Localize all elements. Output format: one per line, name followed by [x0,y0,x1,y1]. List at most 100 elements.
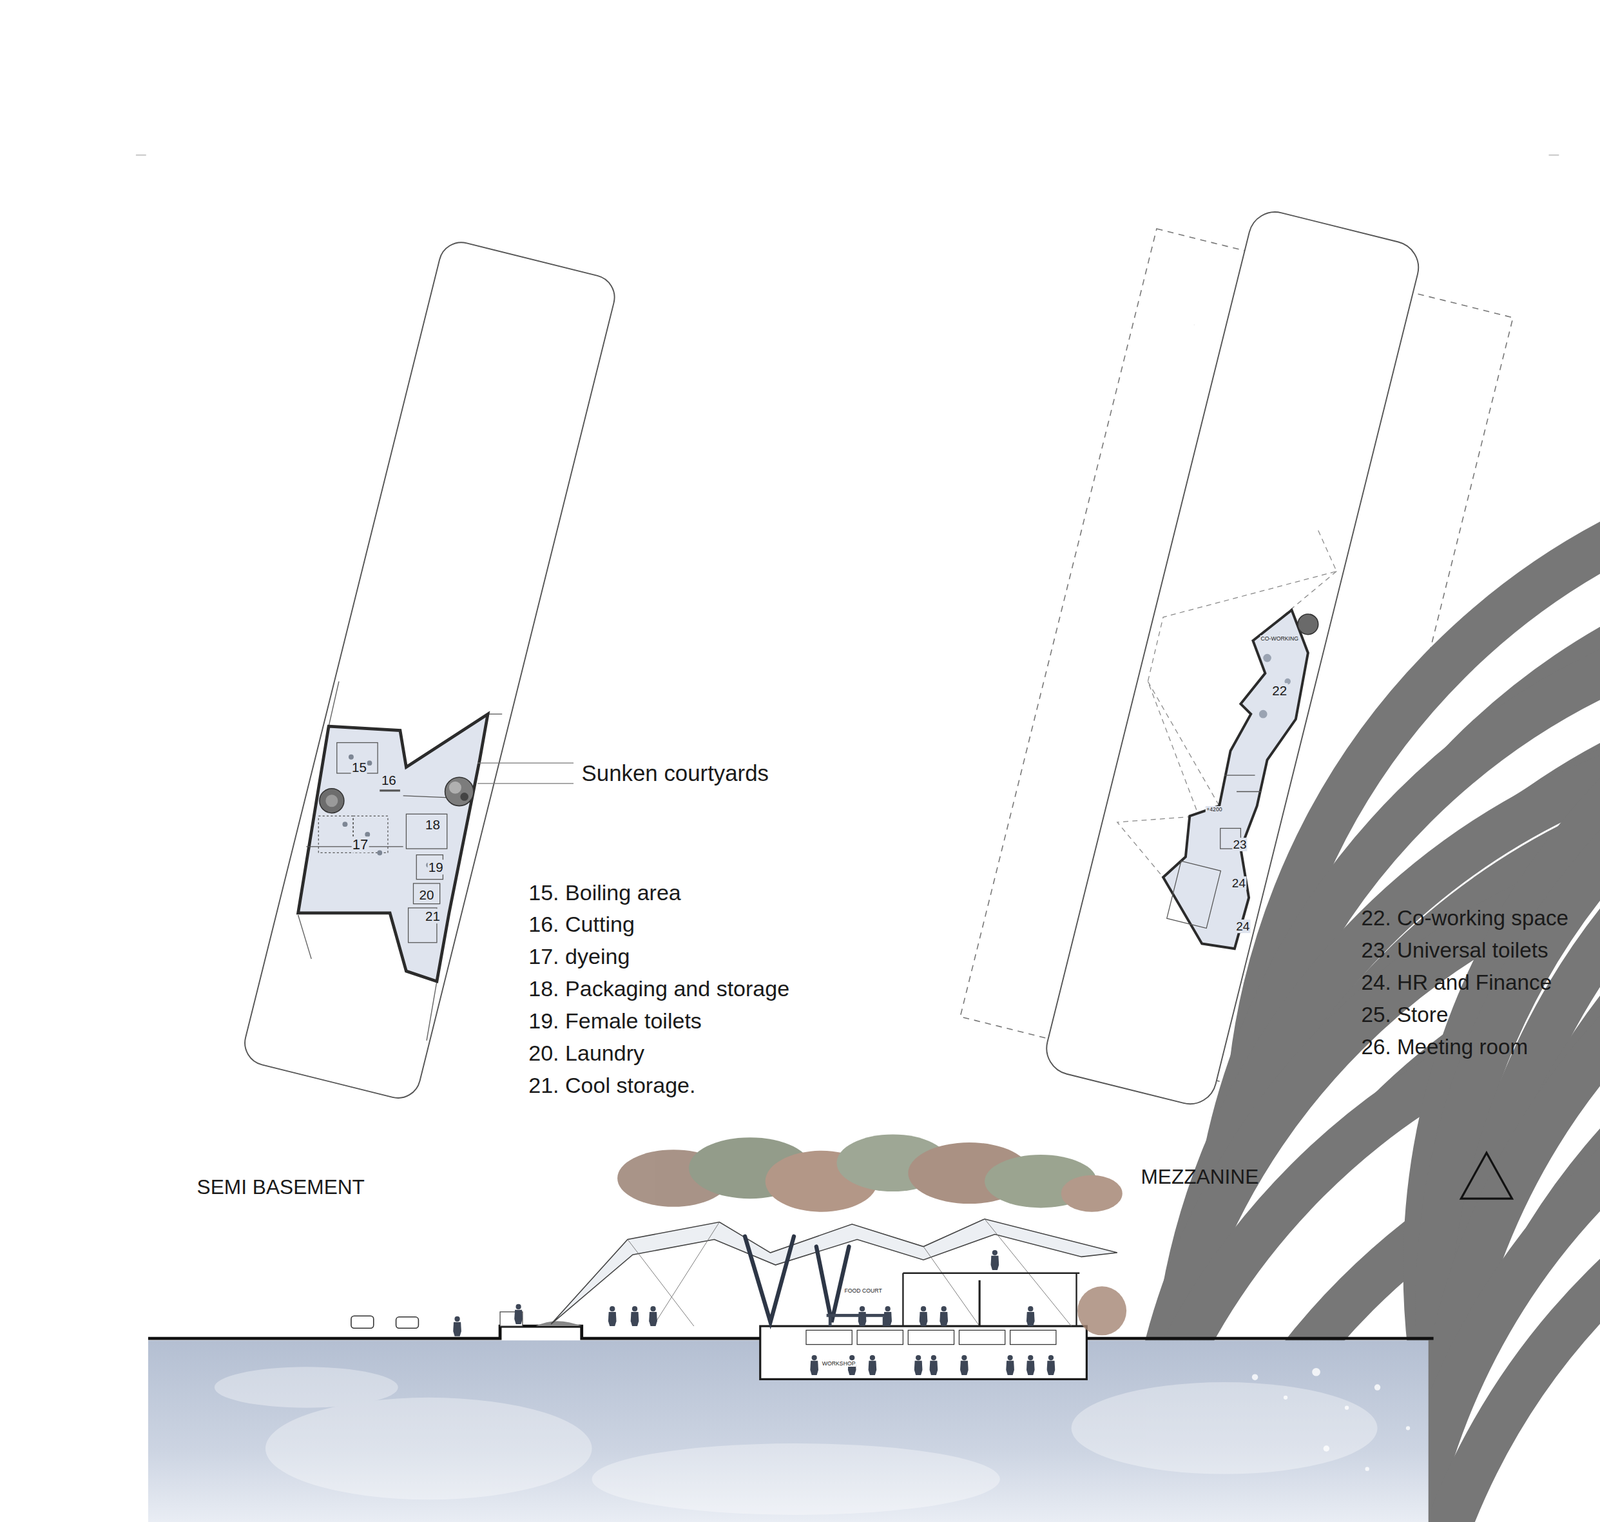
semi-basement-plan-part-part [413,883,441,905]
semi-basement-plan-part-part [342,821,348,827]
sheet-ticks [135,154,1559,156]
room-number-box: 22 [1271,683,1288,699]
semi-basement-plan-part [298,681,503,1041]
level-mark: +4200 [1205,806,1223,813]
section-part-part [806,1330,852,1345]
room-name: WORKSHOP [821,1360,857,1367]
people-part [608,1306,617,1327]
section-part-part [1283,1395,1288,1400]
legend-item: 15. Boiling area [528,880,682,905]
legend-item: 26. Meeting room [1360,1034,1528,1059]
room-number-box: 18 [424,817,441,833]
people-part [1026,1306,1035,1327]
legend-item-box: 17. dyeing [528,944,630,970]
room-number: 16 [380,773,397,789]
section-part-part [978,1280,981,1327]
section-part [535,1320,582,1327]
section-part-part [1323,1445,1330,1452]
legend-item: 22. Co-working space [1360,906,1569,930]
leader-line-part [477,782,574,784]
sheet-ticks-part [1549,154,1560,156]
section-part [806,1330,1057,1345]
section-part [826,1313,888,1327]
room-name: FOOD COURT [844,1287,883,1294]
section-part-part [265,1397,593,1500]
semi-basement-plan-part-part [348,754,354,760]
level-mark-box: +4200 [1205,806,1223,813]
people-part [939,1306,948,1327]
section-part [744,1236,849,1323]
semi-basement-plan-part [298,713,488,982]
semi-basement-plan-part-part [318,815,354,853]
section-part-part [828,1317,832,1327]
mezzanine-plan-part-part [1166,860,1222,928]
room-number: 20 [418,887,435,903]
people-part [1026,1355,1035,1376]
room-number: 15 [351,759,368,775]
people [453,1250,1055,1376]
room-name-box: CO-WORKING [1260,635,1300,642]
room-number: 19 [427,859,444,875]
room-number-box: 17 [351,836,370,853]
room-number: 22 [1271,683,1288,698]
room-number: 24 [1235,919,1251,934]
section-part-part [902,1272,1080,1274]
people-part [514,1304,523,1325]
room-number: 18 [424,817,441,832]
people-part [648,1306,658,1327]
section-part [902,1273,1080,1327]
semi-basement-plan-part-part [426,981,437,1041]
tree-canopy [617,1134,1123,1212]
section-part-part [1071,1382,1378,1474]
semi-basement-plan-part [306,742,450,943]
section-part [351,1315,419,1329]
people-part [919,1306,928,1327]
room-name: CO-WORKING [1260,635,1300,642]
section-part [760,1326,1088,1379]
people-part [453,1316,462,1337]
legend-item-box: 16. Cutting [528,912,635,938]
room-name-box: FOOD COURT [844,1287,883,1294]
section-part-part [1252,1373,1258,1380]
room-number-box: 15 [351,759,368,776]
section-part-part [627,1239,694,1327]
section-part-part [1311,1368,1321,1377]
section-part-part [744,1236,794,1323]
section-part [1252,1368,1410,1472]
section-part-part [857,1330,903,1345]
mezzanine-plan-part-part [1259,710,1268,719]
section-part-part [923,1246,980,1327]
room-name-box: WORKSHOP [821,1360,857,1367]
semi-basement-plan-part-part [328,681,339,727]
section-part-part [907,1330,954,1345]
sheet-ticks-part [135,154,147,156]
room-number: 24 [1231,876,1247,890]
section-part-part [1075,1273,1077,1327]
section-part-part [214,1366,399,1408]
section-part-part [592,1443,1001,1515]
semi-basement-plan-part-part [405,813,447,849]
courtyard-tree-part [325,794,338,807]
courtyard-tree-part [445,777,474,806]
semi-basement-plan-part-part [376,850,383,856]
tree-symbol-part [1194,324,1195,326]
room-number-box: 20 [418,887,435,903]
mezzanine-plan-part [1297,614,1319,635]
legend-item: 20. Laundry [528,1040,645,1066]
section-part-part [826,1313,888,1318]
section-part-part [1374,1384,1381,1390]
people-part [868,1355,878,1376]
section-part-part [816,1246,850,1323]
section-part-part [396,1317,419,1329]
section-part-part [1365,1467,1370,1472]
legend-item: 18. Packaging and storage [528,976,790,1002]
semi-basement-plan-part-part [487,713,502,714]
semi-basement-plan-part-part [366,760,372,766]
plan-title: SEMI BASEMENT [197,1174,365,1198]
mezzanine-plan-part-part [1236,791,1262,792]
people-part [914,1355,923,1376]
semi-basement-plan-part [240,237,620,1103]
room-number: 17 [351,836,370,853]
